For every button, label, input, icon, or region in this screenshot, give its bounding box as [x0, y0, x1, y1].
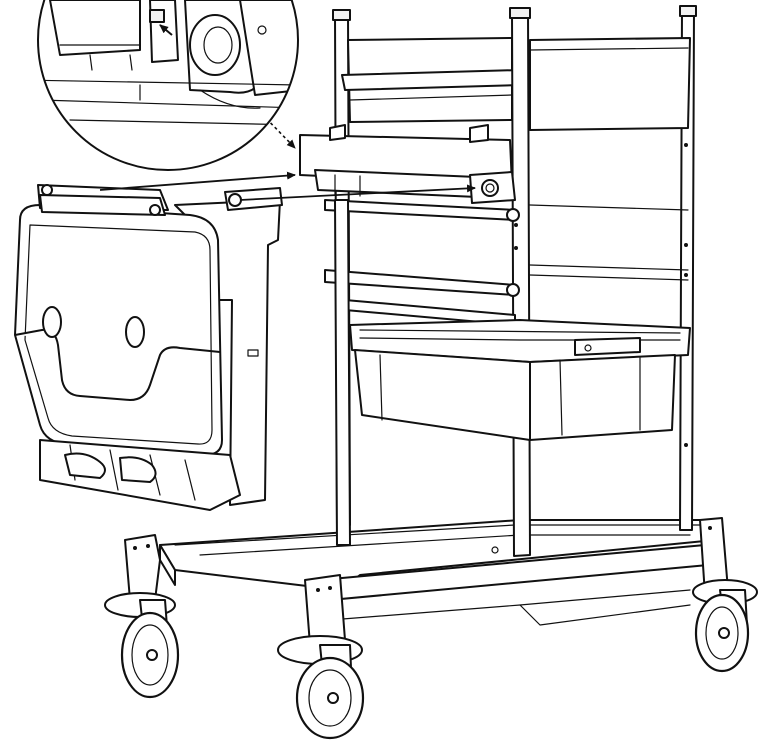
caster-wheel-rear-right — [692, 579, 758, 673]
base-corner-caps — [124, 517, 729, 646]
caster-wheel-front-right — [277, 635, 365, 740]
detail-magnifier — [37, 0, 299, 171]
base-frame — [159, 519, 716, 626]
upright-rivets — [514, 143, 688, 447]
side-rails — [324, 199, 689, 326]
caster-wheel-front-left — [104, 592, 180, 699]
front-left-post — [334, 199, 351, 546]
storage-tray — [349, 319, 691, 441]
waste-bin — [14, 184, 283, 511]
bin-holder-bracket — [299, 124, 516, 204]
front-uprights — [509, 7, 531, 557]
top-panel — [341, 37, 691, 131]
